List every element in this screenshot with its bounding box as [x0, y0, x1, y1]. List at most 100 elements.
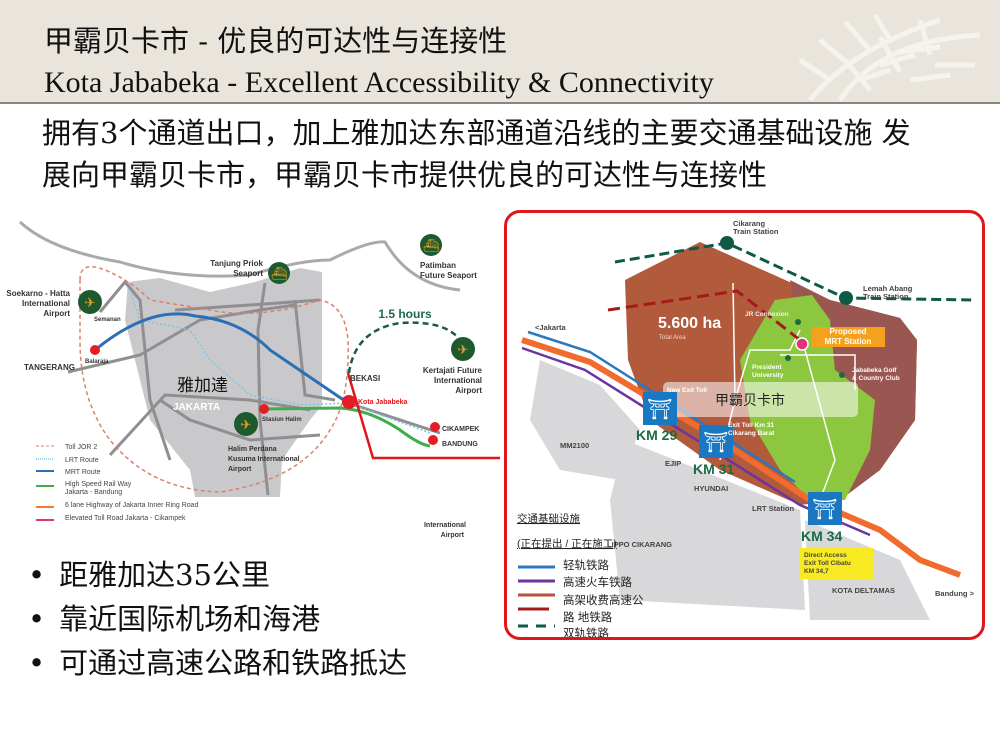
- train-station-icon: [839, 291, 853, 305]
- map-label: LRT Route: [65, 457, 99, 464]
- palm-leaf-decoration: [798, 13, 981, 102]
- map-label: Lemah Abang: [863, 284, 913, 293]
- map-label: <Jakarta: [535, 323, 566, 332]
- map-label: JR Connexion: [745, 311, 789, 318]
- jakarta-region-map: ✈ ✈ ✈ ⛴ ⛴ Soekarno - Hatta International Air…: [6, 220, 500, 539]
- city-overlay-label: 甲霸贝卡市: [715, 392, 785, 408]
- map-label: 高速火车铁路: [563, 575, 632, 589]
- map-label: Airport: [43, 309, 70, 318]
- map-label: KOTA DELTAMAS: [832, 586, 895, 595]
- train-station-icon: [720, 236, 734, 250]
- cikampek-dot: [430, 422, 440, 432]
- jakarta-cn-label: 雅加達: [177, 376, 228, 395]
- map-label: Elevated Toll Road Jakarta - Cikampek: [65, 515, 186, 522]
- map-label: MRT Route: [65, 469, 101, 476]
- map-label: MRT Station: [825, 337, 872, 346]
- balaraja-dot: [90, 345, 100, 355]
- stasiun-halim-dot: [259, 404, 269, 414]
- map-label: Seaport: [233, 269, 263, 278]
- map-label: Toll JOR 2: [65, 444, 97, 451]
- map-label: Jababeka Golf: [852, 367, 897, 374]
- map-label: LIPPO CIKARANG: [607, 540, 672, 549]
- map-label: Jakarta - Bandung: [65, 489, 122, 496]
- map-label: Kusuma International: [228, 456, 300, 463]
- map-label: Airport: [441, 532, 465, 539]
- map-label: BANDUNG: [442, 441, 478, 448]
- map-label: (正在提出 / 正在施工): [517, 537, 617, 550]
- map-label: Semanan: [94, 317, 121, 323]
- title-english: Kota Jababeka - Excellent Accessibility …: [44, 66, 714, 99]
- toll-sign-icons: [643, 392, 842, 525]
- ship-icon: [268, 262, 290, 284]
- mrt-station-icon: [795, 337, 809, 351]
- map-label: 路 地铁路: [563, 610, 613, 624]
- map-label: Direct Access: [804, 552, 847, 559]
- map-label: KM 34: [801, 528, 842, 544]
- location-dots: [90, 345, 440, 445]
- kota-jababeka-dot: [342, 395, 356, 409]
- map-label: Proposed: [830, 327, 867, 336]
- jakarta-label: JAKARTA: [173, 402, 220, 413]
- key-points-list: 距雅加达35公里 靠近国际机场和海港 可通过高速公路和铁路抵达: [28, 553, 407, 685]
- map-label: 高架收费高速公: [563, 593, 644, 607]
- map-label: ⛴: [423, 238, 440, 253]
- right-map-legend: 交通基础设施 (正在提出 / 正在施工) 轻轨铁路 高速火车铁路 高架收费高速公…: [517, 512, 644, 637]
- jababeka-detail-map-frame: [504, 210, 985, 640]
- mrt-route: [94, 312, 349, 405]
- map-label: Stasiun Halim: [262, 417, 302, 423]
- high-speed-rail: [263, 406, 431, 448]
- airplane-icon: [451, 337, 475, 361]
- map-label: High Speed Rail Way: [65, 481, 132, 488]
- map-label: ✈: [458, 342, 469, 357]
- airplane-icon: [234, 412, 258, 436]
- toll-gate-icon: [699, 425, 733, 458]
- map-label: & Country Club: [852, 375, 900, 382]
- map-label: ⛩: [703, 432, 728, 454]
- map-label: Airport: [228, 466, 252, 473]
- map-label: ✈: [85, 295, 96, 310]
- map-label: 6 lane Highway of Jakarta Inner Ring Roa…: [65, 502, 199, 509]
- title-chinese: 甲霸贝卡市 - 优良的可达性与连接性: [44, 24, 508, 58]
- map-label: Patimban: [420, 261, 456, 270]
- map-label: President: [752, 364, 782, 371]
- map-label: MM2100: [560, 441, 589, 450]
- map-label: KM 29: [636, 427, 677, 443]
- coastline: [18, 220, 461, 292]
- map-label: BEKASI: [350, 374, 380, 383]
- map-label: ⛩: [812, 499, 837, 521]
- map-label: ⛩: [647, 399, 672, 421]
- map-label: Kota Jababeka: [358, 399, 408, 406]
- map-label: Exit Toll Cibatu: [804, 560, 851, 567]
- map-label: Airport: [455, 386, 482, 395]
- double-track-rail: [614, 241, 976, 302]
- map-label: Exit Toll Km 31: [728, 422, 774, 429]
- bullet-item: 可通过高速公路和铁路抵达: [28, 641, 407, 685]
- map-label: ✈: [241, 417, 252, 432]
- map-label: New Exit Toll: [667, 387, 707, 394]
- area-label: 5.600 ha: [658, 315, 721, 332]
- connector-line: [346, 372, 500, 460]
- map-label: Soekarno - Hatta: [6, 289, 70, 298]
- bandung-dot: [428, 435, 438, 445]
- map-label: ⛴: [271, 266, 288, 281]
- map-label: Total Area: [659, 335, 686, 341]
- map-label: EJIP: [665, 459, 681, 468]
- map-label: Train Station: [733, 227, 779, 236]
- map-label: Cikarang Barat: [728, 430, 775, 437]
- bullet-item: 距雅加达35公里: [28, 553, 407, 597]
- map-label: International: [22, 299, 70, 308]
- airplane-icon: [78, 290, 102, 314]
- bullet-item: 靠近国际机场和海港: [28, 597, 407, 641]
- lrt-route: [129, 289, 431, 434]
- map-label: Halim Perdana: [228, 446, 277, 453]
- slide-header: 甲霸贝卡市 - 优良的可达性与连接性 Kota Jababeka - Excel…: [0, 0, 1000, 104]
- map-label: 交通基础设施: [517, 512, 580, 525]
- left-map-legend: Toll JOR 2 LRT Route MRT Route High Spee…: [36, 444, 199, 522]
- toll-gate-icon: [643, 392, 677, 425]
- map-label: 轻轨铁路: [563, 558, 609, 572]
- map-label: Cikarang: [733, 219, 766, 228]
- intro-paragraph: 拥有3个通道出口，加上雅加达东部通道沿线的主要交通基础设施 发展向甲霸贝卡市，甲…: [42, 116, 911, 192]
- map-label: 双轨铁路: [563, 626, 609, 637]
- map-label: LRT Station: [752, 504, 794, 513]
- map-label: Kertajati Future: [423, 366, 483, 375]
